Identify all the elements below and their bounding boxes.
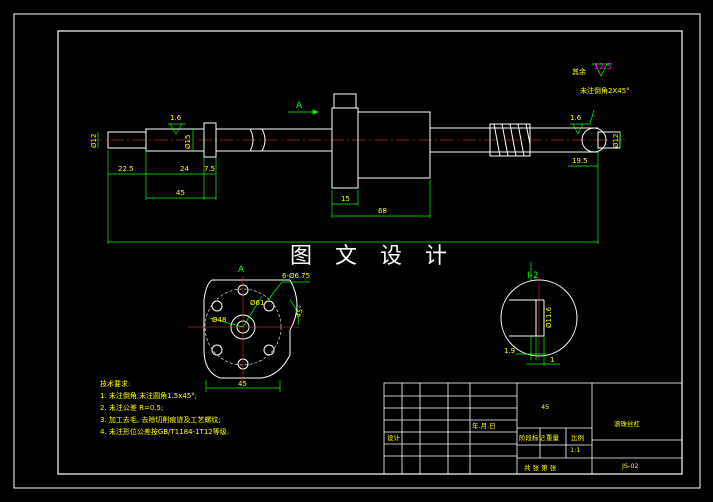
dim-68: 68 [378, 207, 387, 215]
dim-19-5: 19.5 [572, 157, 588, 165]
shaft [107, 93, 621, 189]
inner-frame [57, 30, 683, 475]
dimension-texts: 22.5 24 7.5 45 15 68 19.5 Ø12 Ø15 Ø12 1.… [90, 67, 630, 215]
dim-22-5: 22.5 [118, 165, 134, 173]
surface-ra-right: 1.6 [570, 114, 582, 122]
dim-15: 15 [341, 195, 350, 203]
notes-item-3: 3. 加工去毛, 去除切削痕迹及工艺螺纹; [100, 416, 221, 424]
dim-collar-dia: Ø15 [184, 135, 192, 149]
dim-holes: 6-Ø6.75 [282, 272, 310, 280]
dim-24: 24 [180, 165, 189, 173]
dim-d48: Ø48 [212, 316, 226, 324]
material: 45 [541, 403, 549, 411]
watermark-text: 图 文 设 计 [290, 244, 455, 269]
sheet-label: 共 张 第 张 [524, 463, 557, 472]
part-name: 滚珠丝杠 [614, 419, 641, 428]
section-label: I-2 [527, 271, 539, 281]
outer-frame [13, 13, 701, 489]
title-block-texts: 45 滚珠丝杠 1:1 JS-02 设计 阶段标记 重量 比例 共 张 第 张 … [387, 403, 641, 472]
dim-sec-1: 1 [550, 356, 554, 364]
title-block [383, 382, 683, 475]
weight-label: 重量 [546, 434, 560, 442]
dim-7-5: 7.5 [204, 165, 215, 173]
dim-sec-1-9: 1.9 [504, 347, 515, 355]
surface-note-left: 其余 [572, 67, 586, 76]
stage-label: 阶段标记 [519, 433, 546, 442]
surface-ra-main: 1.6 [170, 114, 182, 122]
surface-chamfer: 未注倒角2X45° [580, 86, 630, 95]
ratio-label: 比例 [571, 433, 584, 442]
section-texts: I-2 Ø11.6 1.9 1 [504, 271, 554, 364]
technical-notes: 技术要求: 1. 未注倒角,未注圆角1.5x45°; 2. 未注公差 R=0.5… [100, 378, 229, 438]
dim-45: 45 [176, 189, 185, 197]
notes-item-2: 2. 未注公差 R=0.5; [100, 404, 164, 412]
surface-ra-value: 12.5 [594, 62, 612, 71]
dim-angle: 45° [294, 304, 306, 318]
drawing-no: JS-02 [621, 462, 639, 470]
flange-texts: A 6-Ø6.75 Ø61 Ø48 45° 45 [212, 265, 310, 388]
arrow-a-label: A [296, 101, 303, 111]
scale: 1:1 [570, 446, 580, 454]
section-dimensions [516, 262, 560, 366]
section-i2 [500, 276, 578, 360]
notes-title: 技术要求: [100, 380, 131, 388]
view-a-label: A [238, 265, 245, 275]
notes-item-1: 1. 未注倒角,未注圆角1.5x45°; [100, 392, 198, 400]
design-label: 设计 [387, 433, 401, 442]
flange-view-a [188, 276, 300, 382]
dim-d61: Ø61 [250, 299, 264, 307]
dim-sec-dia: Ø11.6 [545, 306, 553, 328]
notes-item-4: 4. 未注形位公差按GB/T1184-1T12等级. [100, 428, 229, 436]
dim-flange-45: 45 [238, 380, 247, 388]
dim-shaft-left-dia: Ø12 [90, 134, 98, 148]
dimension-lines [97, 63, 621, 244]
dim-right-dia: Ø12 [612, 134, 620, 148]
flange-dimensions [205, 281, 310, 392]
date-label: 年.月.日 [472, 421, 496, 430]
